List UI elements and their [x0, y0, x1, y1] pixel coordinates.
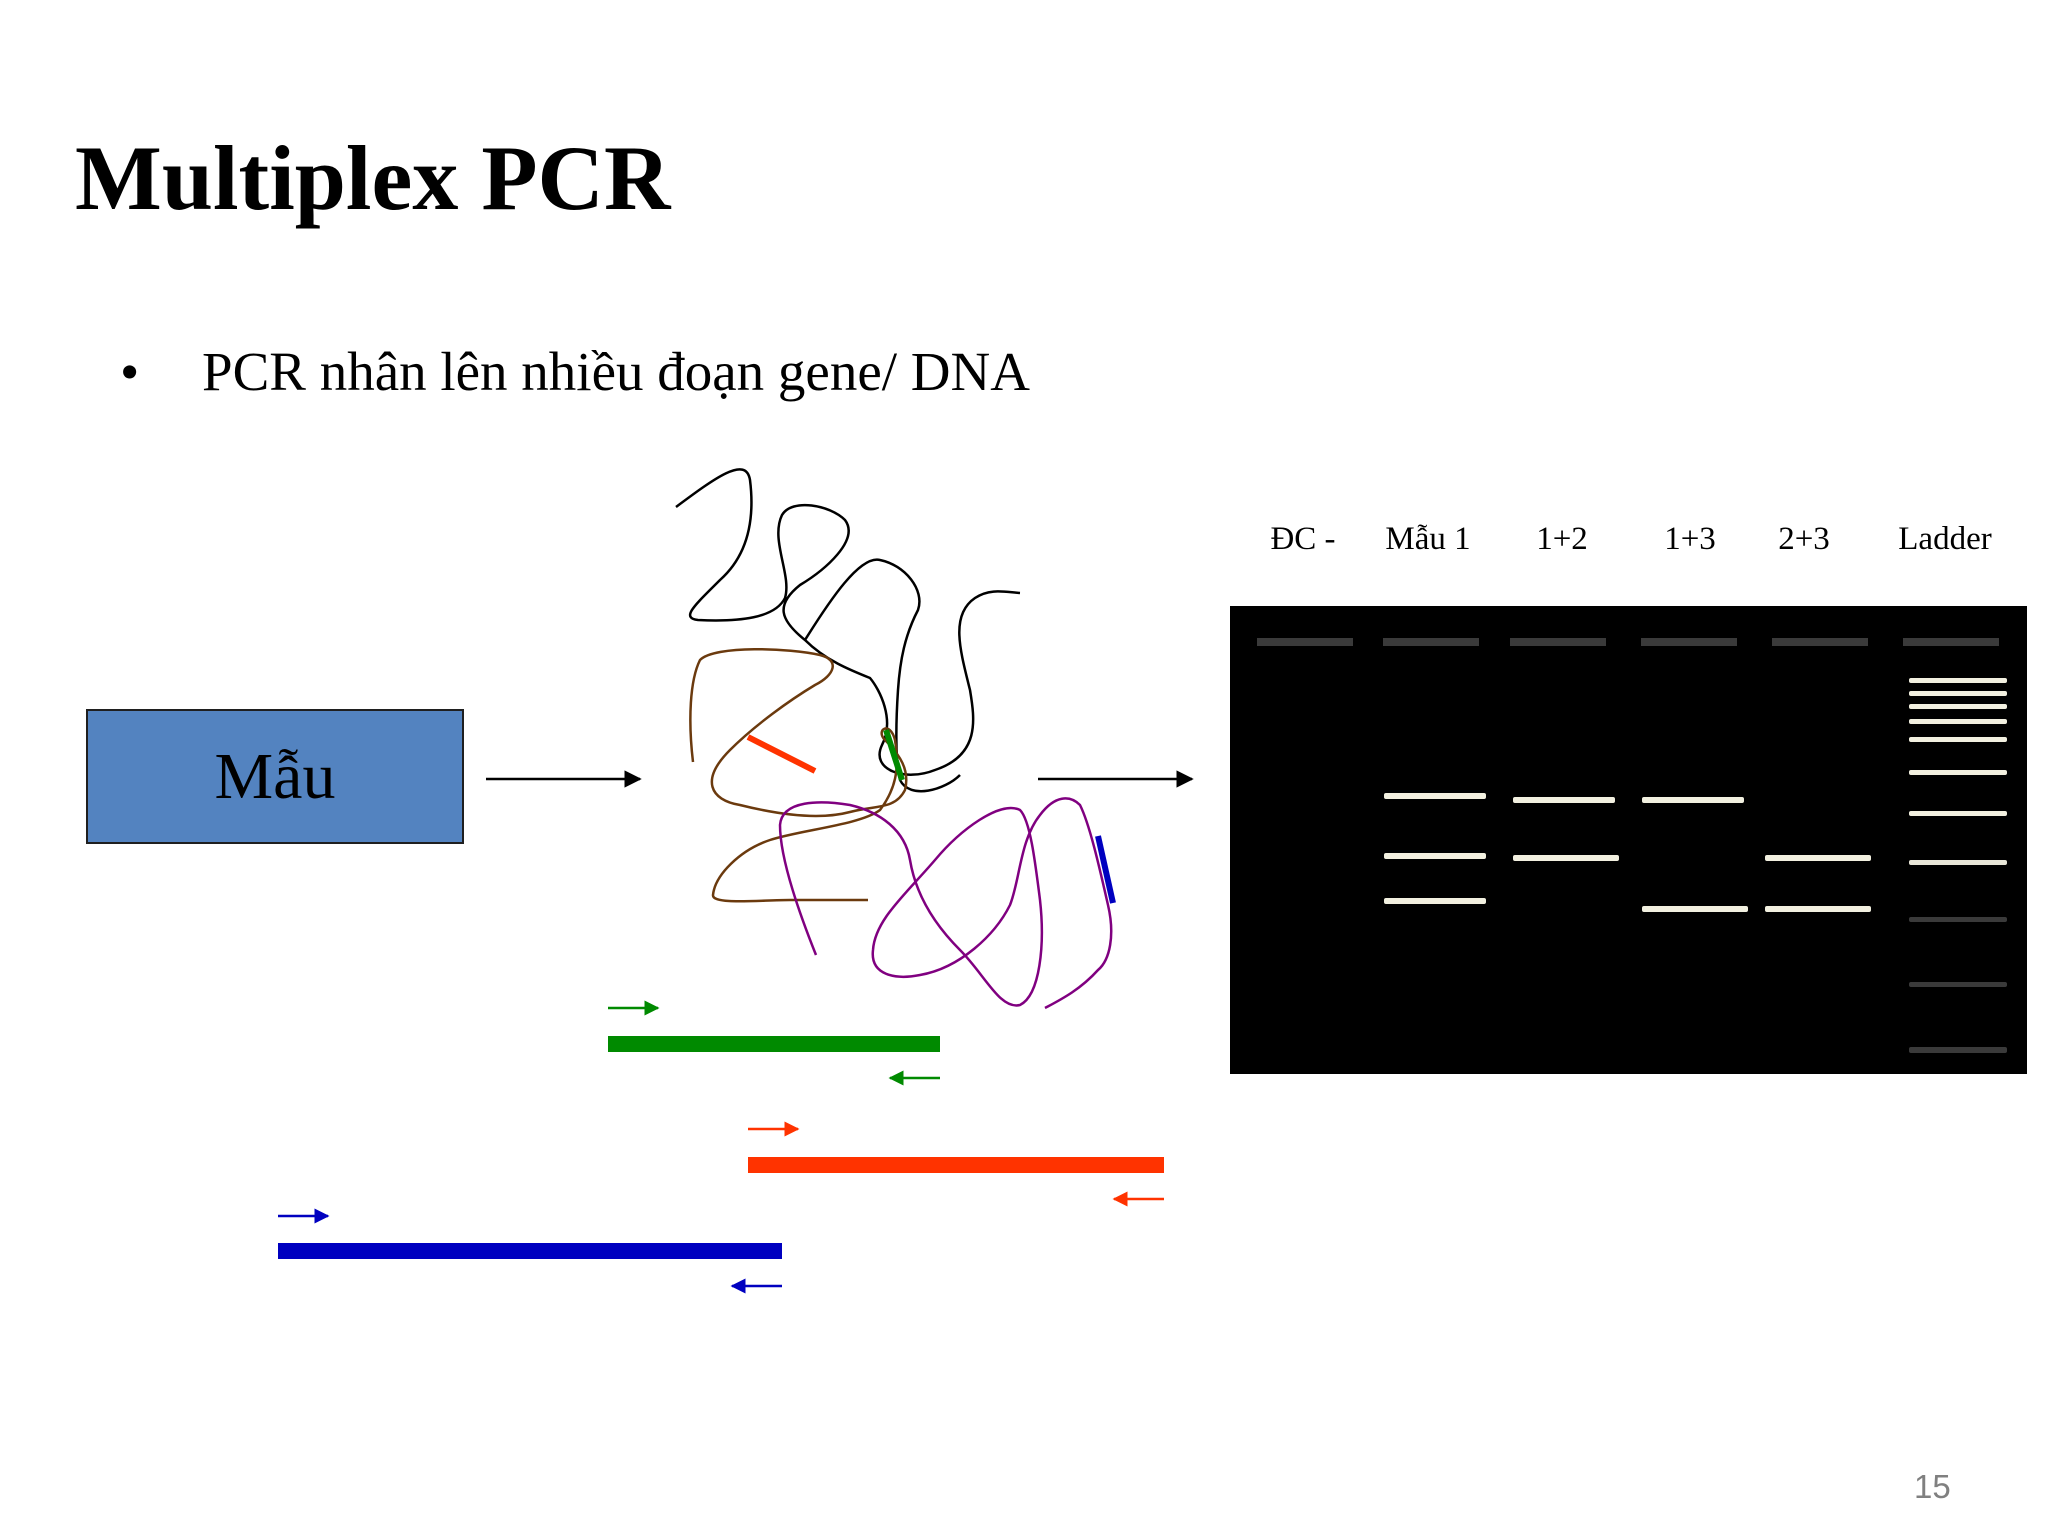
gel-band: [1765, 906, 1871, 912]
gel-well: [1772, 638, 1868, 646]
ladder-band: [1909, 704, 2007, 709]
gel-well: [1257, 638, 1353, 646]
lane-label-1-3: 1+3: [1664, 521, 1716, 557]
pcr-product-blue: [278, 1243, 782, 1259]
target-region-blue: [1095, 835, 1116, 904]
bullet-dot: •: [120, 341, 140, 402]
gel-band: [1384, 898, 1486, 904]
gel-band: [1513, 855, 1619, 861]
dna-strand-purple: [778, 797, 1113, 1010]
lane-label-2-3: 2+3: [1778, 521, 1830, 557]
ladder-band: [1909, 770, 2007, 775]
sample-box-label: Mẫu: [214, 739, 336, 813]
ladder-band: [1909, 982, 2007, 987]
ladder-band: [1909, 719, 2007, 724]
gel-band: [1642, 906, 1748, 912]
lane-label-sample-1: Mẫu 1: [1385, 521, 1471, 557]
target-region-green: [883, 729, 905, 781]
ladder-band: [1909, 811, 2007, 816]
gel-well: [1641, 638, 1737, 646]
gel-bands: [1257, 638, 2007, 1053]
ladder-band: [1909, 691, 2007, 696]
ladder-band: [1909, 1047, 2007, 1053]
slide-title: Multiplex PCR: [75, 127, 671, 229]
bullet-text: PCR nhân lên nhiều đoạn gene/ DNA: [202, 341, 1030, 402]
target-region-red: [746, 734, 817, 774]
gel-band: [1513, 797, 1615, 803]
page-number: 15: [1914, 1468, 1951, 1505]
dna-strand-black: [675, 468, 1021, 776]
gel-band: [1765, 855, 1871, 861]
gel-band: [1384, 853, 1486, 859]
ladder-band: [1909, 917, 2007, 922]
dna-strand-brown: [689, 648, 908, 903]
ladder-band: [1909, 860, 2007, 865]
ladder-band: [1909, 737, 2007, 742]
gel-well: [1903, 638, 1999, 646]
gel-well: [1383, 638, 1479, 646]
gel-image: [1230, 606, 2027, 1074]
gel-band: [1384, 793, 1486, 799]
lane-label-1-2: 1+2: [1536, 521, 1588, 557]
ladder-band: [1909, 678, 2007, 683]
pcr-product-green: [608, 1036, 940, 1052]
sample-box: Mẫu: [86, 709, 464, 844]
lane-label-negative-control: ĐC -: [1270, 521, 1336, 557]
gel-band: [1642, 797, 1744, 803]
gel-well: [1510, 638, 1606, 646]
pcr-product-red: [748, 1157, 1164, 1173]
lane-label-ladder: Ladder: [1898, 521, 1992, 557]
